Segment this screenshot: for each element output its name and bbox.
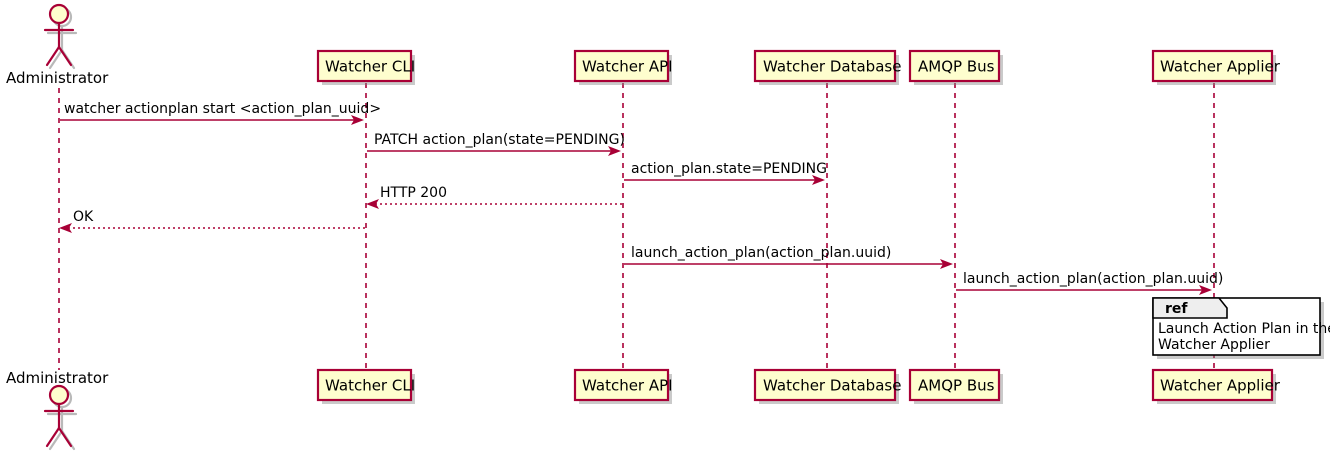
- participant-box: [1151, 368, 1274, 402]
- participant-label-watcher-applier-bottom: Watcher Applier: [1160, 377, 1281, 395]
- actor-administrator-bottom[interactable]: Administrator: [6, 369, 109, 451]
- participants-top: Administrator Watcher CLI Watcher API Wa…: [6, 3, 1281, 87]
- actor-left-leg-icon: [45, 426, 61, 448]
- participant-watcher-cli-top[interactable]: Watcher CLI: [316, 49, 415, 85]
- actor-left-leg-icon: [45, 45, 61, 67]
- actor-right-leg-icon: [57, 45, 73, 67]
- actor-head-icon: [48, 384, 70, 406]
- participant-label-watcher-database-top: Watcher Database: [763, 58, 901, 76]
- actor-icon: [43, 3, 75, 67]
- arrow-head-icon: [351, 115, 364, 125]
- arrow-head-icon: [366, 199, 379, 209]
- participant-label-amqp-bus-top: AMQP Bus: [918, 58, 995, 76]
- actor-head-icon: [48, 3, 70, 25]
- message-ok[interactable]: OK: [59, 209, 365, 233]
- participants-bottom: Administrator: [6, 368, 1281, 451]
- message-launch-action-plan-bus-to-applier[interactable]: launch_action_plan(action_plan.uuid): [956, 271, 1223, 295]
- ref-text-line-2: Watcher Applier: [1158, 337, 1270, 353]
- participant-watcher-database-bottom[interactable]: Watcher Database: [753, 368, 901, 404]
- participant-amqp-bus-bottom[interactable]: AMQP Bus: [908, 368, 1003, 404]
- participant-amqp-bus-top[interactable]: AMQP Bus: [908, 49, 1003, 85]
- participant-box: [316, 368, 413, 402]
- message-label: PATCH action_plan(state=PENDING): [374, 132, 625, 148]
- actor-label-administrator-bottom: Administrator: [6, 369, 109, 387]
- participant-box: [908, 368, 1001, 402]
- message-launch-action-plan-api-to-bus[interactable]: launch_action_plan(action_plan.uuid): [624, 245, 953, 269]
- participant-box: [573, 49, 670, 83]
- participant-label-watcher-cli-bottom: Watcher CLI: [325, 377, 415, 395]
- participant-label-watcher-database-bottom: Watcher Database: [763, 377, 901, 395]
- participant-label-watcher-applier-top: Watcher Applier: [1160, 58, 1281, 76]
- participant-box: [1151, 49, 1274, 83]
- participant-watcher-api-bottom[interactable]: Watcher API: [573, 368, 673, 404]
- actor-right-leg-icon: [57, 426, 73, 448]
- message-action-plan-state-pending[interactable]: action_plan.state=PENDING: [624, 161, 827, 185]
- participant-watcher-applier-top[interactable]: Watcher Applier: [1151, 49, 1281, 85]
- message-label: action_plan.state=PENDING: [631, 161, 827, 177]
- message-watcher-actionplan-start[interactable]: watcher actionplan start <action_plan_uu…: [60, 101, 381, 125]
- participant-box: [753, 368, 897, 402]
- actor-label-administrator-top: Administrator: [6, 69, 109, 87]
- participant-box: [573, 368, 670, 402]
- ref-fragment[interactable]: ref Launch Action Plan in the Watcher Ap…: [1152, 297, 1330, 359]
- message-label: HTTP 200: [380, 185, 447, 201]
- arrow-head-icon: [59, 223, 72, 233]
- message-label: launch_action_plan(action_plan.uuid): [963, 271, 1223, 287]
- participant-watcher-cli-bottom[interactable]: Watcher CLI: [316, 368, 415, 404]
- participant-label-watcher-api-top: Watcher API: [582, 58, 673, 76]
- message-label: OK: [73, 209, 94, 225]
- arrow-head-icon: [608, 146, 621, 156]
- actor-administrator-top[interactable]: Administrator: [6, 3, 109, 87]
- participant-box: [753, 49, 897, 83]
- participant-watcher-api-top[interactable]: Watcher API: [573, 49, 673, 85]
- participant-box: [908, 49, 1001, 83]
- ref-tab: [1152, 297, 1228, 319]
- participant-watcher-database-top[interactable]: Watcher Database: [753, 49, 901, 85]
- participant-label-amqp-bus-bottom: AMQP Bus: [918, 377, 995, 395]
- ref-tab-label: ref: [1165, 301, 1188, 317]
- participant-box: [316, 49, 413, 83]
- message-label: watcher actionplan start <action_plan_uu…: [64, 101, 381, 117]
- arrow-head-icon: [940, 259, 953, 269]
- actor-icon: [43, 384, 75, 448]
- arrow-head-icon: [1199, 285, 1212, 295]
- message-label: launch_action_plan(action_plan.uuid): [631, 245, 891, 261]
- participant-label-watcher-cli-top: Watcher CLI: [325, 58, 415, 76]
- arrow-head-icon: [812, 175, 825, 185]
- messages: watcher actionplan start <action_plan_uu…: [59, 101, 1223, 295]
- lifelines: [58, 83, 1215, 370]
- participant-watcher-applier-bottom[interactable]: Watcher Applier: [1151, 368, 1281, 404]
- ref-text-line-1: Launch Action Plan in the: [1158, 321, 1330, 337]
- message-patch-action-plan[interactable]: PATCH action_plan(state=PENDING): [367, 132, 625, 156]
- message-http-200[interactable]: HTTP 200: [366, 185, 622, 209]
- participant-label-watcher-api-bottom: Watcher API: [582, 377, 673, 395]
